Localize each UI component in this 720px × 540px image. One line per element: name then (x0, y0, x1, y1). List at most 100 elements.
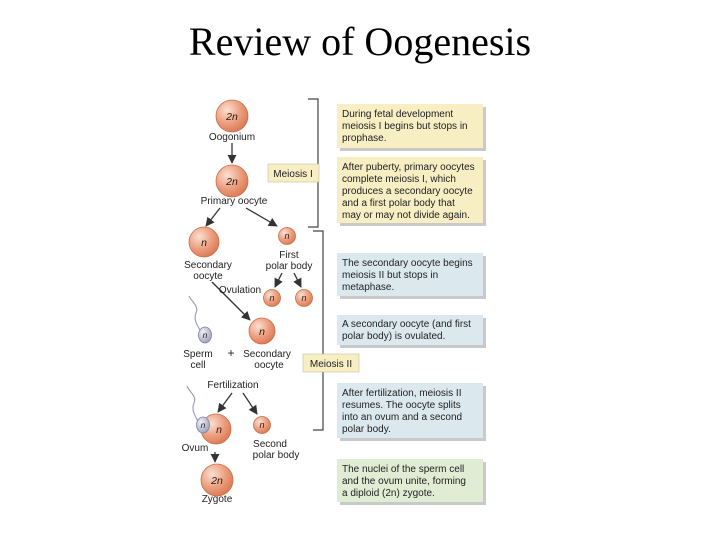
sperm-head (198, 326, 212, 344)
box-line: complete meiosis I, which (342, 174, 456, 185)
meiosis2-tag: Meiosis II (302, 353, 360, 373)
box-bg (337, 104, 483, 148)
box-bg (337, 459, 483, 502)
box-line: polar body. (342, 424, 391, 435)
box-zygote: The nuclei of the sperm cell and the ovu… (337, 459, 486, 505)
arrow-fert-ovum (217, 392, 233, 413)
meiosis1-tag-label: Meiosis I (273, 169, 312, 180)
ovum-label: Ovum (182, 443, 209, 454)
box-line: metaphase. (342, 282, 394, 293)
box-fetal-development: During fetal development meiosis I begin… (337, 104, 486, 151)
box-ovulated: A secondary oocyte (and first polar body… (337, 315, 486, 348)
box-line: The secondary oocyte begins (342, 258, 473, 269)
meiosis1-tag: Meiosis I (267, 163, 320, 183)
arrow-polar-b (293, 272, 302, 288)
fused-sperm-head (196, 416, 210, 434)
ovulated-oocyte-label-1: Secondary (243, 349, 291, 360)
box-line: prophase. (342, 133, 386, 144)
sperm-node: n Sperm cell (183, 326, 213, 371)
meiosis2-tag-bg (302, 353, 360, 373)
arrow-primary-polar (245, 207, 278, 227)
polar-body-a-node: n (263, 289, 281, 307)
meiosis1-tag-bg (267, 163, 320, 183)
second-polar-body-label-1: Second (253, 439, 287, 450)
box-line: After puberty, primary oocytes (342, 162, 475, 173)
sperm-label-2: cell (190, 360, 205, 371)
zygote-label: Zygote (202, 494, 233, 505)
polar-body-a-cell (263, 289, 281, 307)
box-line: into an ovum and a second (342, 412, 462, 423)
ovulated-oocyte-label-2: oocyte (254, 360, 284, 371)
secondary-oocyte-label-1: Secondary (184, 260, 232, 271)
box-meiosis2-begins: The secondary oocyte begins meiosis II b… (337, 253, 486, 299)
bracket-meiosis1 (308, 98, 319, 228)
box-line: The nuclei of the sperm cell (342, 464, 464, 475)
box-after-puberty: After puberty, primary oocytes complete … (337, 157, 486, 226)
first-polar-body-ploidy: n (284, 231, 289, 241)
fertilization-label: Fertilization (207, 380, 258, 391)
ovulated-oocyte-node: n Secondary oocyte (243, 317, 291, 371)
box-line: meiosis II but stops in (342, 270, 438, 281)
primary-oocyte-label: Primary oocyte (201, 196, 268, 207)
first-polar-body-label-1: First (279, 250, 299, 261)
first-polar-body-label-2: polar body (266, 261, 313, 272)
sperm-tail (188, 295, 204, 336)
oogonium-cell (215, 99, 249, 133)
second-polar-body-node: n Second polar body (253, 416, 300, 461)
ovulated-oocyte-ploidy: n (259, 326, 265, 338)
box-bg (337, 253, 483, 296)
polar-body-a-ploidy: n (269, 293, 274, 303)
box-bg (337, 383, 483, 438)
first-polar-body-node: n First polar body (266, 227, 313, 272)
secondary-oocyte-ploidy: n (201, 237, 207, 249)
box-line: produces a secondary oocyte (342, 186, 473, 197)
polar-body-b-node: n (295, 289, 313, 307)
box-bg (337, 315, 483, 345)
zygote-ploidy: 2n (210, 475, 223, 487)
second-polar-body-label-2: polar body (253, 450, 300, 461)
sperm-label-1: Sperm (183, 349, 212, 360)
secondary-oocyte-label-2: oocyte (193, 271, 223, 282)
first-polar-body-cell (278, 227, 296, 245)
oogonium-ploidy: 2n (225, 111, 238, 123)
box-line: and a first polar body that (342, 198, 455, 209)
primary-oocyte-cell (215, 164, 249, 198)
secondary-oocyte-cell (188, 226, 220, 258)
arrow-fert-polar (242, 392, 258, 415)
sperm-tail-fused (186, 385, 201, 426)
ovulation-label: Ovulation (219, 285, 261, 296)
arrow-polar-a (274, 272, 283, 288)
box-line: meiosis I begins but stops in (342, 121, 468, 132)
ovum-ploidy: n (216, 424, 222, 436)
arrows (205, 143, 302, 463)
ovulated-oocyte-cell (248, 317, 276, 345)
box-line: resumes. The oocyte splits (342, 400, 461, 411)
plus-sign: + (227, 346, 234, 360)
fused-sperm-ploidy: n (201, 420, 206, 430)
secondary-oocyte-node: n Secondary oocyte (184, 226, 232, 282)
box-line: A secondary oocyte (and first (342, 319, 471, 330)
box-line: During fetal development (342, 109, 453, 120)
polar-body-b-cell (295, 289, 313, 307)
box-bg (337, 157, 483, 223)
polar-body-b-ploidy: n (301, 293, 306, 303)
box-line: polar body) is ovulated. (342, 331, 445, 342)
box-line: may or may not divide again. (342, 210, 470, 221)
box-line: a diploid (2n) zygote. (342, 488, 435, 499)
arrow-ovulation (211, 281, 251, 321)
arrow-primary-secondary (205, 207, 221, 227)
meiosis2-tag-label: Meiosis II (310, 359, 352, 370)
oogonium-node: 2n Oogonium (209, 99, 255, 143)
zygote-node: 2n Zygote (200, 463, 234, 505)
box-line: and the ovum unite, forming (342, 476, 466, 487)
oogonium-label: Oogonium (209, 132, 255, 143)
box-line: After fertilization, meiosis II (342, 388, 461, 399)
second-polar-body-ploidy: n (259, 420, 264, 430)
primary-oocyte-node: 2n Primary oocyte (201, 164, 268, 207)
ovum-node: n n Ovum (182, 413, 232, 454)
primary-oocyte-ploidy: 2n (225, 176, 238, 188)
sperm-ploidy: n (203, 330, 208, 340)
bracket-meiosis2 (313, 230, 324, 431)
page-title: Review of Oogenesis (188, 19, 532, 64)
